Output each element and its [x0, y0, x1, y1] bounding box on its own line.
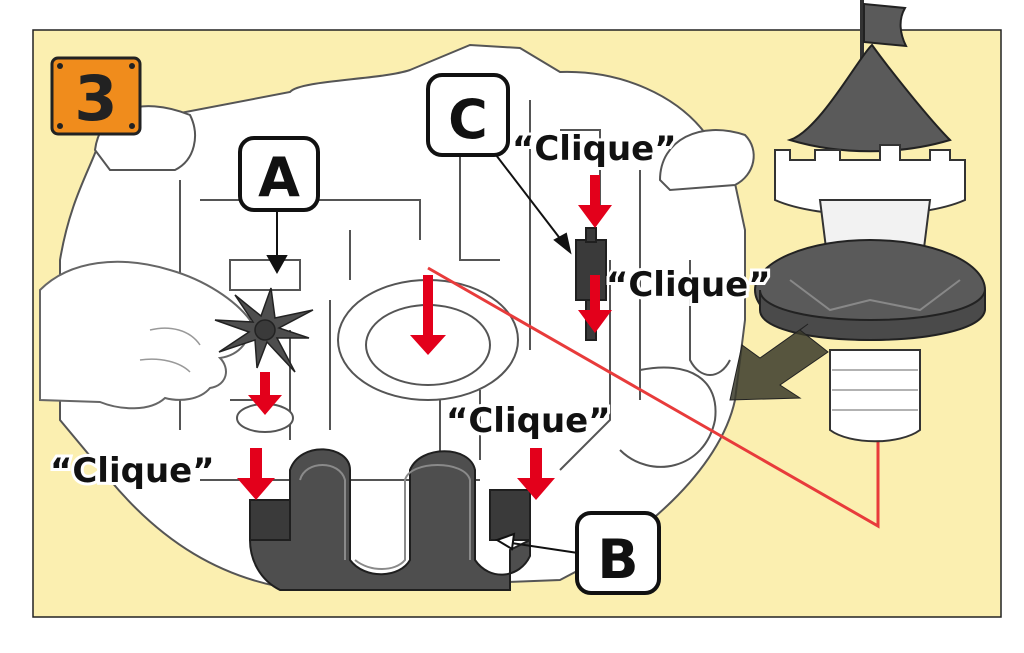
wavy-block-part — [249, 448, 531, 591]
hand-icon — [39, 260, 252, 410]
callout-c-label: C — [448, 88, 488, 151]
callout-a-label: A — [258, 146, 300, 209]
click-labels: “Clique” “Clique” “Clique” “Clique” — [47, 126, 774, 494]
castle-tower-icon — [754, 0, 986, 443]
arrow-down-1 — [578, 175, 612, 228]
callout-b: B — [575, 511, 661, 595]
red-arrows — [237, 175, 612, 500]
click-label-top: “Clique” — [512, 129, 677, 169]
arrow-down-2 — [578, 275, 612, 333]
guide-line — [427, 266, 880, 529]
arrow-down-6 — [410, 275, 446, 355]
click-label-left: “Clique” — [50, 451, 215, 491]
callout-c: C — [426, 73, 510, 157]
step-number: 3 — [74, 62, 117, 135]
step-badge: 3 — [50, 56, 142, 136]
star-peg-icon — [214, 287, 314, 373]
callout-a: A — [238, 136, 320, 212]
insert-direction-arrow — [729, 323, 829, 401]
click-label-center: “Clique” — [446, 401, 611, 441]
arrow-down-5 — [517, 448, 555, 500]
callout-pointers — [266, 154, 579, 554]
click-label-middle-right: “Clique” — [606, 265, 771, 305]
arrow-down-4 — [237, 448, 275, 500]
arrow-down-3 — [248, 372, 282, 415]
callout-b-label: B — [597, 528, 638, 591]
